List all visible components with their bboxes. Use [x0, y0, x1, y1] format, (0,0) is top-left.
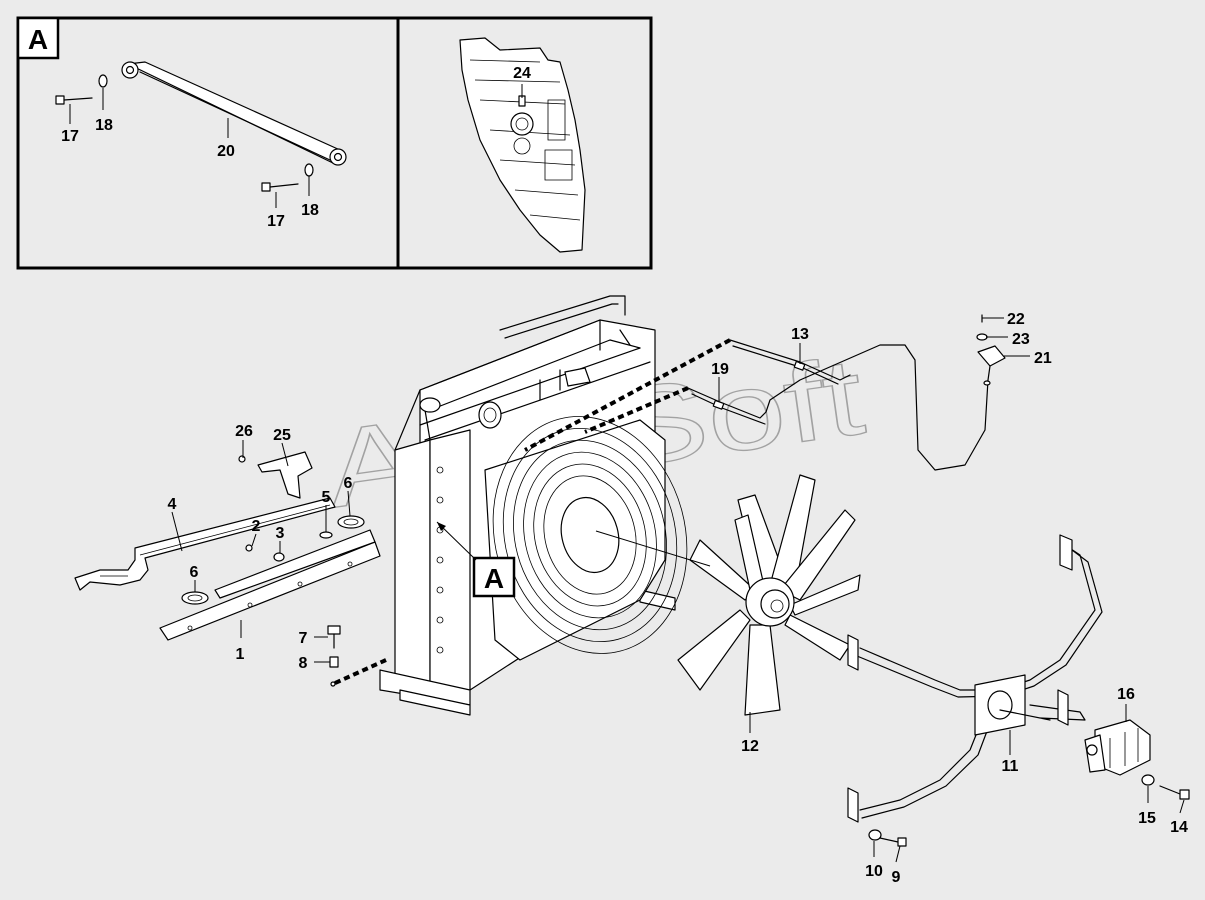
callout-10: 10 [865, 863, 883, 880]
detail-label: A [28, 24, 48, 55]
washer-5-icon [319, 531, 333, 539]
bracket-21-part [976, 314, 1006, 386]
seal-6-lower-icon [181, 591, 209, 605]
leader-lines [171, 317, 1185, 863]
callout-26: 26 [235, 423, 253, 440]
washer-lower-icon [304, 163, 314, 177]
radiator-assembly [379, 295, 688, 716]
callout-17-lower: 17 [267, 213, 285, 230]
engine-block-detail [459, 37, 586, 253]
strap-4-part [74, 497, 336, 591]
bracket-25-part [238, 451, 313, 499]
callout-6-upper: 6 [344, 475, 353, 492]
bolt-lower-icon [261, 182, 299, 192]
callout-8: 8 [299, 655, 308, 672]
callout-labels: 17 18 20 17 18 24 22 23 21 13 19 26 25 4… [61, 65, 1188, 886]
callout-14: 14 [1170, 819, 1188, 836]
spacer-8-icon [329, 656, 339, 668]
callout-7: 7 [299, 630, 308, 647]
callout-21: 21 [1034, 350, 1052, 367]
callout-6-lower: 6 [190, 564, 199, 581]
callout-5: 5 [322, 489, 331, 506]
callout-25: 25 [273, 427, 291, 444]
callout-24: 24 [513, 65, 531, 82]
dashed-connection-upper [524, 338, 731, 452]
washer-15-icon [1141, 774, 1155, 786]
frame-11-part [847, 534, 1103, 823]
callout-20: 20 [217, 143, 235, 160]
callout-2: 2 [252, 518, 261, 535]
detail-label-box [16, 16, 60, 60]
nut-3-icon [273, 552, 285, 562]
seal-6-upper-icon [337, 515, 365, 529]
callout-19: 19 [711, 361, 729, 378]
dashed-connection-lower [332, 658, 387, 686]
hose-lines [687, 339, 989, 471]
detail-view-panel: A [16, 16, 653, 270]
callout-12: 12 [741, 738, 759, 755]
bolt-7-icon [327, 625, 341, 649]
callout-9: 9 [892, 869, 901, 886]
callout-22: 22 [1007, 311, 1025, 328]
callout-4: 4 [168, 496, 177, 513]
tie-rod-part [121, 61, 347, 166]
callout-18-upper: 18 [95, 117, 113, 134]
callout-3: 3 [276, 525, 285, 542]
callout-23: 23 [1012, 331, 1030, 348]
fan-12-part [677, 474, 861, 716]
bolt-9-icon [879, 837, 907, 847]
washer-upper-icon [98, 74, 108, 88]
callout-11: 11 [1002, 758, 1019, 775]
callout-1: 1 [236, 646, 245, 663]
reference-label-box [472, 556, 516, 598]
bolt-upper-icon [55, 95, 93, 105]
callout-17-upper: 17 [61, 128, 79, 145]
bolt-2-icon [245, 544, 253, 552]
washer-10-icon [868, 829, 882, 841]
bracket-1-part [159, 529, 381, 641]
callout-13: 13 [791, 326, 809, 343]
callout-15: 15 [1138, 810, 1156, 827]
motor-16-part [1084, 719, 1151, 776]
callout-16: 16 [1117, 686, 1135, 703]
bolt-14-icon [1159, 785, 1190, 800]
reference-label: A [484, 563, 504, 594]
dashed-connection-middle [584, 386, 689, 434]
callout-18-lower: 18 [301, 202, 319, 219]
